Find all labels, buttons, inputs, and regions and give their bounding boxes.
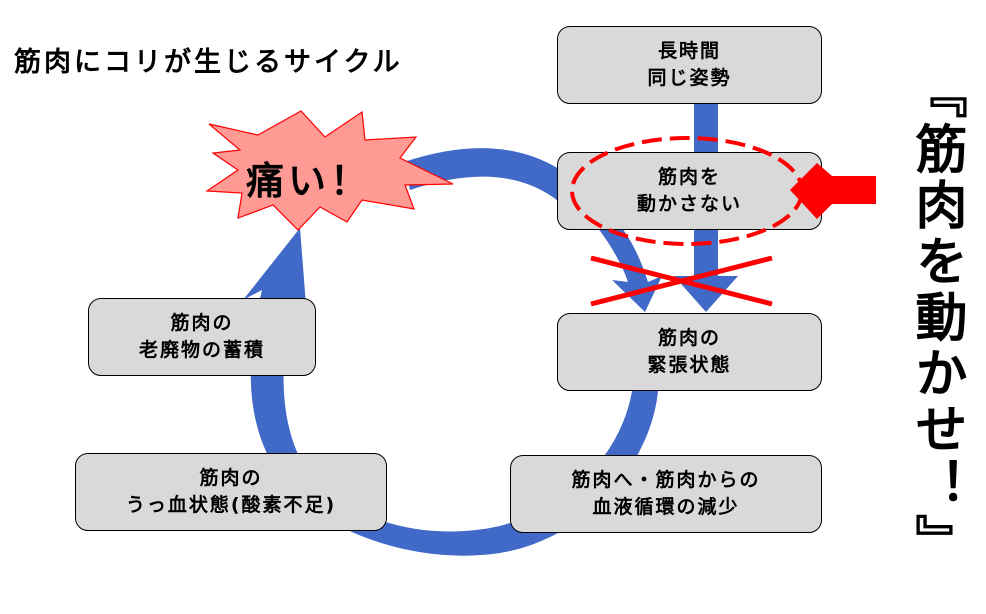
box-line: 筋肉の [657, 327, 721, 349]
box-congestion: 筋肉の うっ血状態(酸素不足) [75, 453, 387, 531]
cycle-arc-main [243, 228, 658, 556]
box-line: 動かさない [636, 193, 742, 215]
box-blood-flow: 筋肉へ・筋肉からの 血液循環の減少 [510, 455, 822, 533]
box-line: うっ血状態(酸素不足) [125, 494, 337, 516]
box-line: 血液循環の減少 [592, 496, 740, 518]
box-waste: 筋肉の 老廃物の蓄積 [88, 298, 316, 376]
cycle-arc-top [404, 148, 606, 230]
box-line: 緊張状態 [647, 354, 732, 376]
box-line: 長時間 [657, 40, 721, 62]
box-line: 筋肉へ・筋肉からの [571, 469, 761, 491]
box-line: 同じ姿勢 [647, 67, 732, 89]
x-mark-icon [590, 255, 773, 307]
page-title: 筋肉にコリが生じるサイクル [14, 47, 403, 78]
box-tension: 筋肉の 緊張状態 [557, 313, 822, 391]
box-not-moving: 筋肉を 動かさない [557, 152, 822, 230]
box-long-posture: 長時間 同じ姿勢 [557, 26, 822, 104]
box-line: 老廃物の蓄積 [138, 339, 265, 361]
box-line: 筋肉の [199, 467, 263, 489]
pain-burst-icon [205, 110, 454, 231]
pain-text: 痛い！ [246, 159, 373, 203]
slogan-vertical: 『筋肉を動かせ！』 [906, 66, 966, 570]
box-line: 筋肉を [657, 166, 721, 188]
box-line: 筋肉の [170, 312, 234, 334]
